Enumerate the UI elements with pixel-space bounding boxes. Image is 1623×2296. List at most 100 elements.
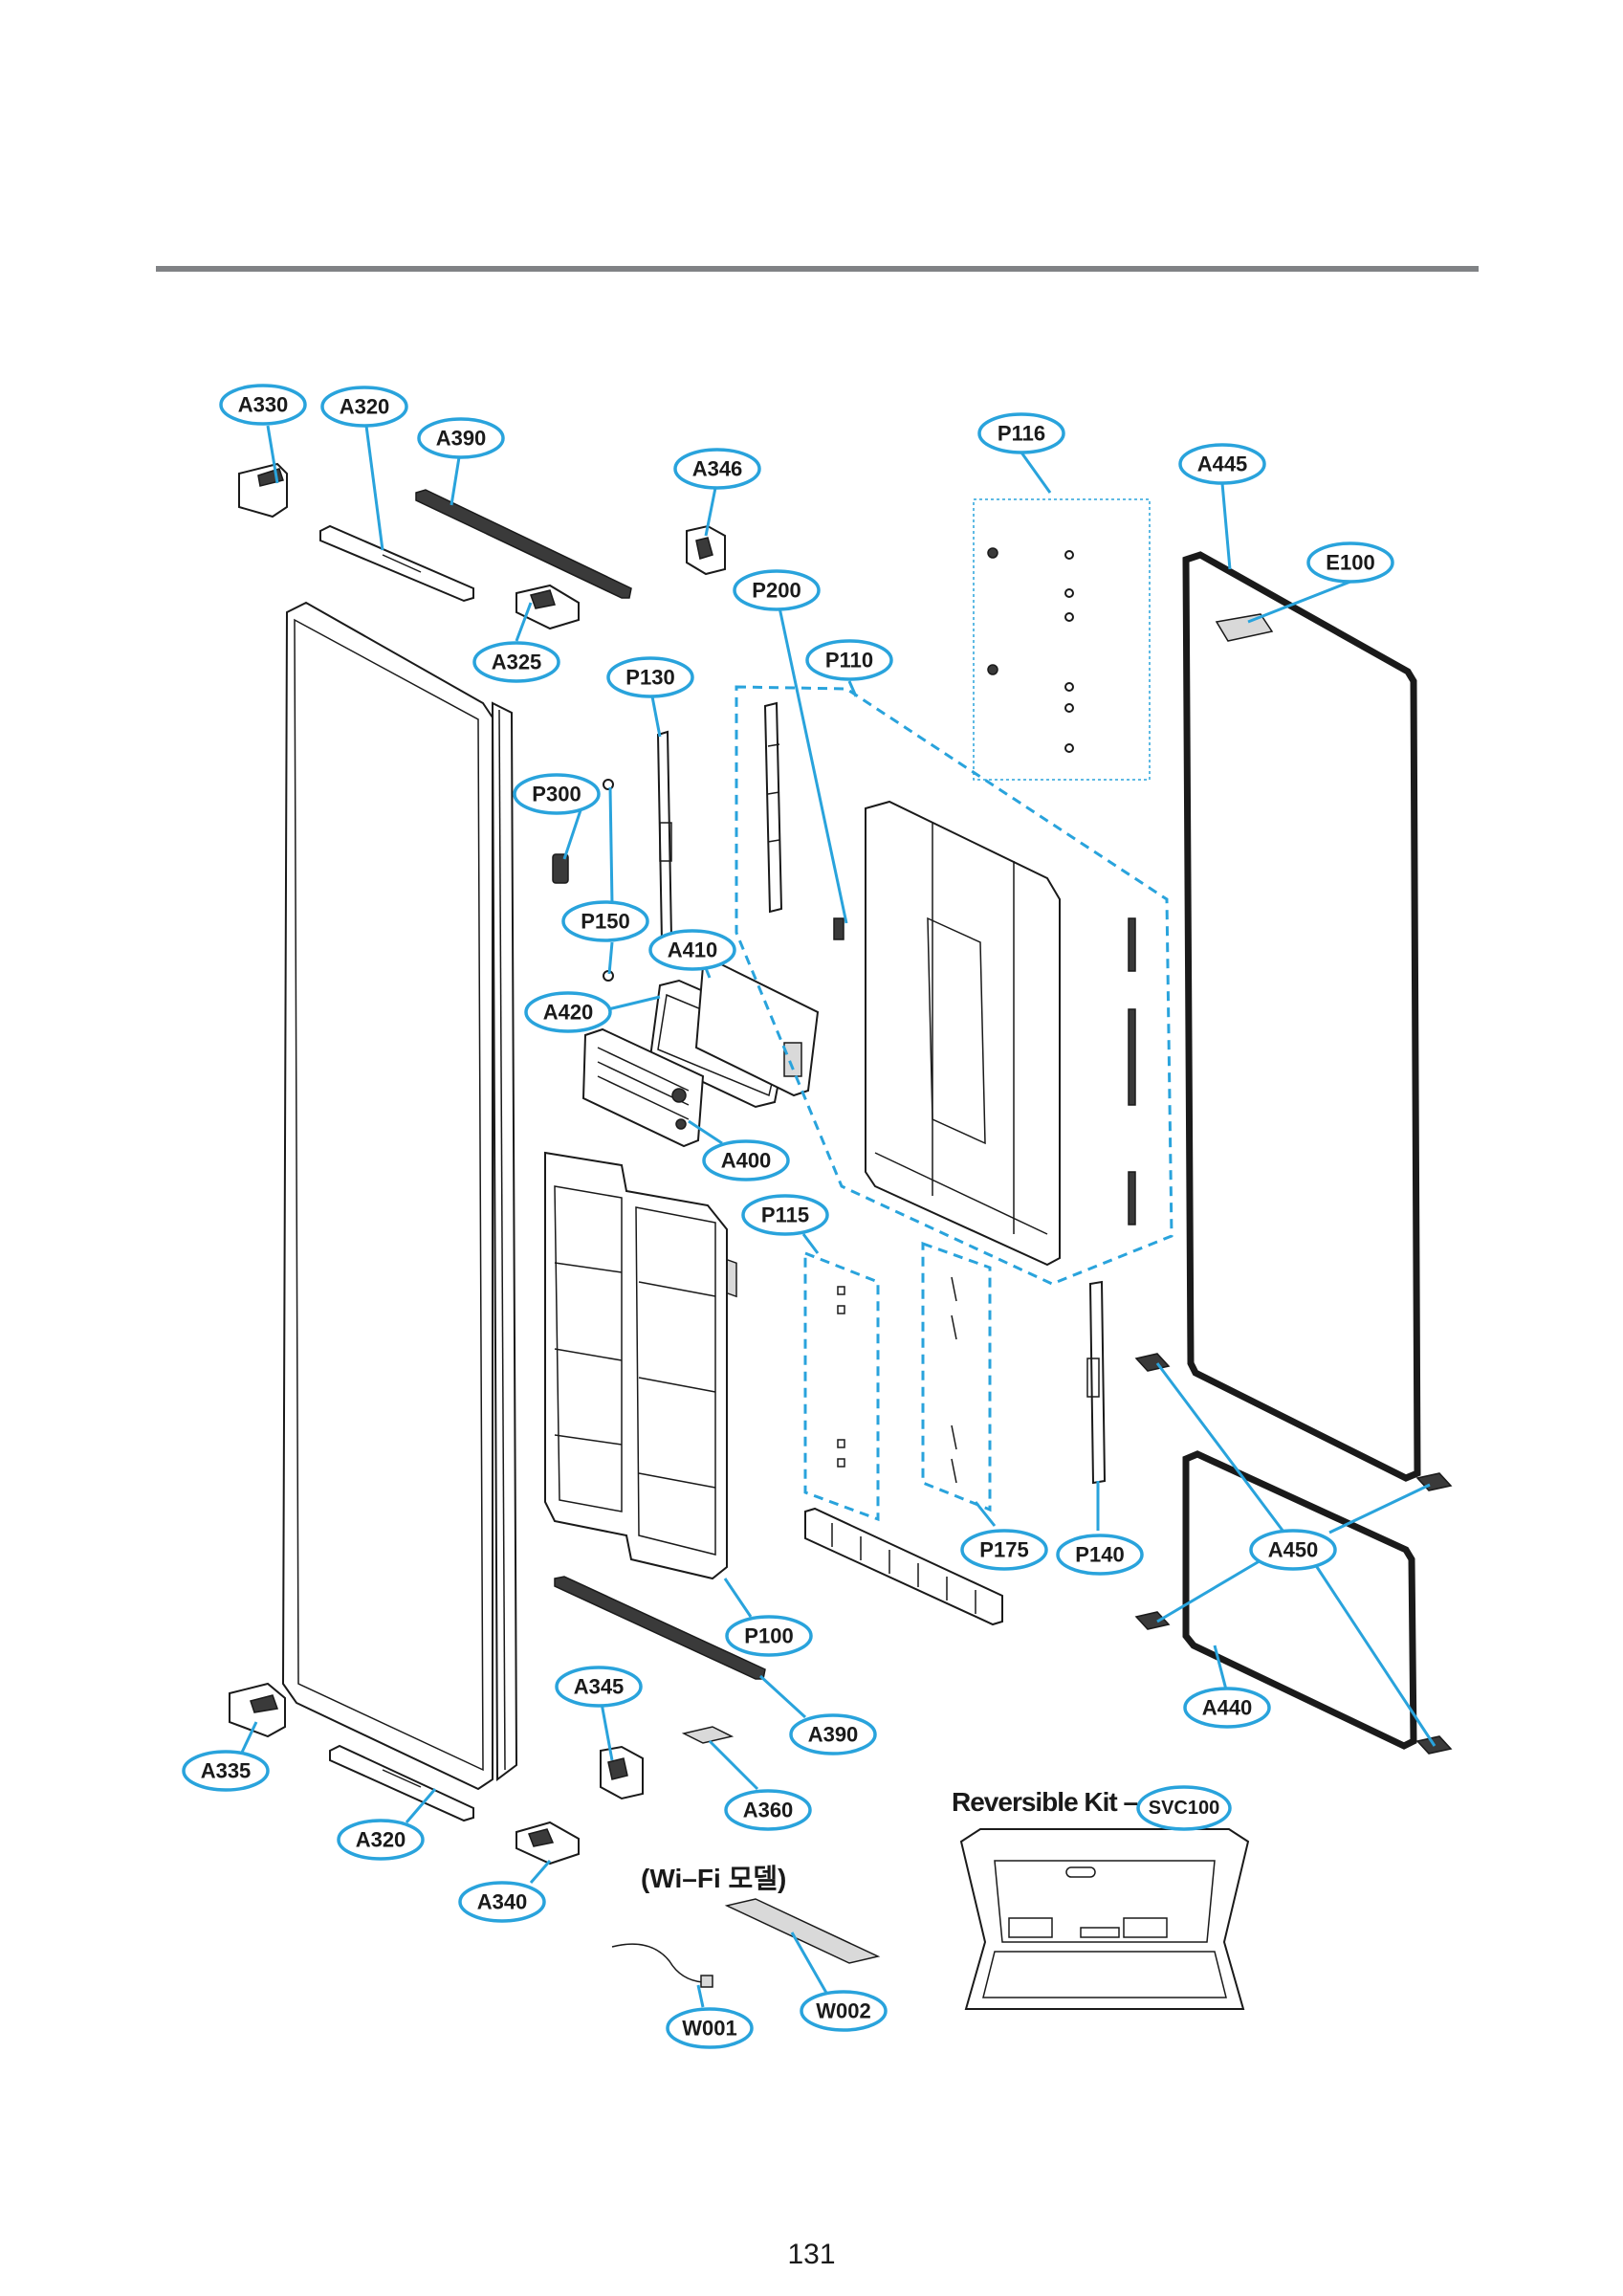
- svg-text:A346: A346: [692, 457, 743, 481]
- leader-A320-top: [364, 425, 384, 551]
- leader-A450-a: [1155, 1362, 1288, 1536]
- part-A340-bracket: [515, 1821, 580, 1866]
- reversible-kit-tray: [959, 1828, 1250, 2010]
- leader-W001: [696, 1984, 705, 2008]
- label-P200: P200: [733, 569, 821, 611]
- label-P140: P140: [1056, 1534, 1144, 1576]
- leader-A320-bot: [405, 1788, 437, 1823]
- leader-P200: [778, 607, 848, 924]
- leader-A330: [266, 425, 279, 484]
- leader-P115: [801, 1233, 820, 1254]
- door-panel: [281, 601, 518, 1791]
- leader-P175: [974, 1501, 997, 1527]
- svg-text:P110: P110: [825, 649, 873, 673]
- label-P115: P115: [741, 1194, 829, 1236]
- svg-text:A330: A330: [238, 393, 289, 417]
- label-A445: A445: [1178, 443, 1266, 485]
- svg-text:P150: P150: [581, 910, 629, 934]
- svg-text:W002: W002: [816, 1999, 870, 2023]
- part-A440-gasket: [1182, 1450, 1417, 1750]
- label-P130: P130: [606, 656, 694, 698]
- leader-A390-top: [450, 456, 461, 506]
- svg-text:A335: A335: [201, 1759, 252, 1783]
- group-P115-box: [803, 1250, 880, 1522]
- leader-P116: [1020, 452, 1052, 494]
- svg-text:A400: A400: [721, 1149, 772, 1173]
- part-A390-top-strip: [415, 489, 632, 599]
- svg-text:A420: A420: [543, 1001, 594, 1025]
- svg-text:A450: A450: [1268, 1538, 1319, 1562]
- label-P116: P116: [977, 412, 1065, 454]
- label-A390-top: A390: [417, 417, 505, 459]
- leader-A390-bot: [758, 1674, 807, 1719]
- svg-text:P140: P140: [1075, 1543, 1124, 1567]
- part-P116-screws: [987, 547, 1074, 753]
- part-P140-bar: [1086, 1280, 1107, 1485]
- svg-text:P100: P100: [744, 1624, 793, 1648]
- svg-text:A360: A360: [743, 1799, 794, 1822]
- leader-A340: [529, 1860, 552, 1884]
- part-A325-bracket: [515, 584, 580, 630]
- label-P100: P100: [725, 1615, 813, 1657]
- svg-text:P115: P115: [761, 1203, 809, 1227]
- label-SVC100: SVC100: [1136, 1785, 1232, 1831]
- label-W002: W002: [800, 1990, 888, 2032]
- label-A400: A400: [702, 1139, 790, 1181]
- svg-text:A410: A410: [668, 938, 718, 962]
- leader-A360: [708, 1739, 759, 1791]
- label-A345: A345: [555, 1666, 643, 1708]
- label-A440: A440: [1183, 1687, 1271, 1729]
- leader-W002: [790, 1932, 832, 2000]
- svg-text:W001: W001: [682, 2017, 736, 2041]
- group-P110-box: [735, 685, 1173, 1286]
- svg-text:A340: A340: [477, 1890, 528, 1914]
- part-bottom-grille: [804, 1507, 1003, 1626]
- part-A320-bottom-rail: [329, 1744, 474, 1822]
- svg-text:P175: P175: [979, 1538, 1028, 1562]
- svg-text:A325: A325: [492, 651, 542, 674]
- svg-text:SVC100: SVC100: [1149, 1798, 1220, 1819]
- reversible-kit-label: Reversible Kit –: [952, 1787, 1138, 1817]
- svg-text:A440: A440: [1202, 1696, 1253, 1720]
- leader-A345: [599, 1697, 614, 1761]
- header-rule: [156, 266, 1479, 272]
- leader-P100: [723, 1578, 753, 1618]
- label-A390-bot: A390: [789, 1713, 877, 1755]
- part-P300: [552, 853, 569, 884]
- part-A345-hinge: [600, 1745, 644, 1800]
- svg-text:A345: A345: [574, 1675, 625, 1699]
- svg-text:P200: P200: [752, 579, 801, 603]
- leader-P110: [847, 680, 858, 697]
- part-A360-bar: [681, 1726, 735, 1744]
- part-P110-housing: [865, 800, 1061, 1267]
- group-P175-box: [921, 1241, 992, 1512]
- part-W001-cable: [611, 1943, 713, 1988]
- label-A320-bot: A320: [337, 1819, 425, 1861]
- part-P200-strip: [763, 701, 844, 940]
- leader-P150-top: [608, 786, 614, 905]
- part-A335-cap: [229, 1682, 286, 1738]
- part-P175-hooks: [951, 1276, 957, 1484]
- label-W001: W001: [666, 2007, 754, 2049]
- part-A320-top-rail: [319, 524, 474, 603]
- label-P110: P110: [805, 639, 893, 681]
- svg-text:P130: P130: [625, 666, 674, 690]
- svg-text:A445: A445: [1197, 453, 1248, 476]
- group-P116-box: [973, 498, 1151, 781]
- svg-text:A320: A320: [340, 395, 390, 419]
- part-P150-screw-top: [603, 779, 614, 790]
- label-A325: A325: [472, 641, 560, 683]
- label-A410: A410: [648, 929, 736, 971]
- part-P130-strip: [656, 730, 673, 943]
- part-A445-gasket: [1182, 551, 1421, 1482]
- leader-A346: [704, 487, 717, 537]
- label-A330: A330: [219, 384, 307, 426]
- leader-A325: [515, 602, 533, 642]
- label-A450: A450: [1249, 1529, 1337, 1571]
- label-P150: P150: [561, 900, 649, 942]
- leader-A445: [1220, 482, 1232, 570]
- leader-P130: [650, 695, 662, 738]
- page-number: 131: [787, 2239, 836, 2270]
